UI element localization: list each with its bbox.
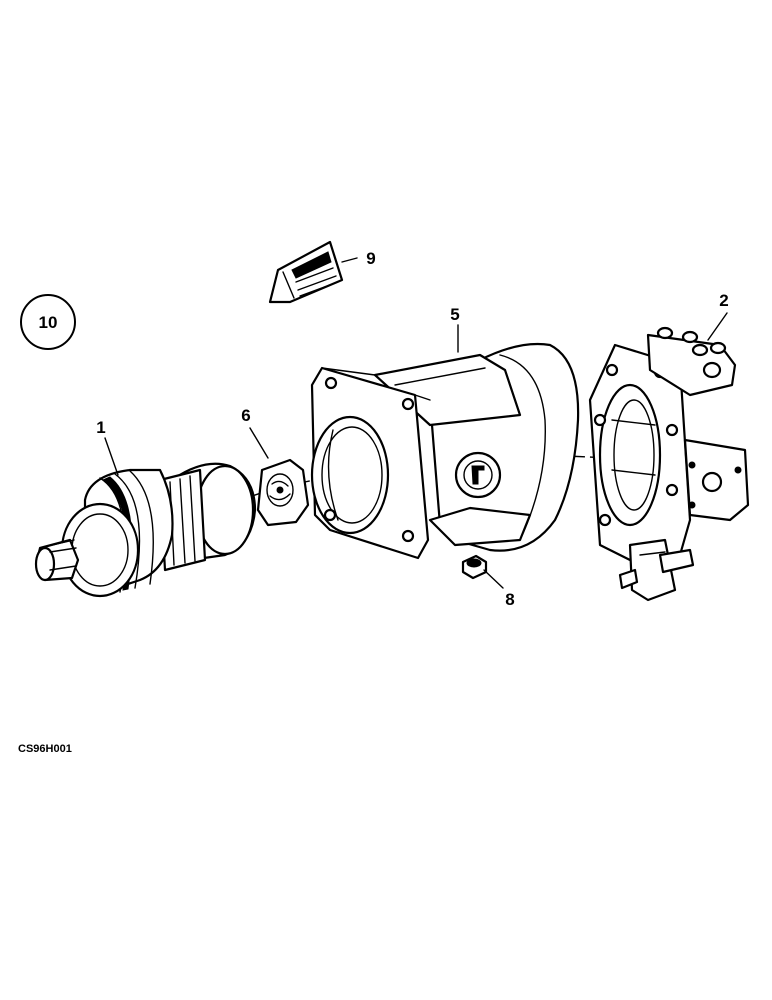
callout-1: 1	[96, 418, 105, 437]
part-9-nameplate	[268, 240, 344, 304]
callout-labels: 1 2 5 6 8 9	[96, 249, 728, 609]
part-8-plug	[461, 554, 488, 580]
part-1-rotary-group	[34, 462, 257, 598]
page-number: 10	[39, 313, 58, 332]
page-number-badge: 10	[20, 294, 76, 350]
callout-2: 2	[719, 291, 728, 310]
part-2-port-plate	[588, 326, 750, 602]
callout-8: 8	[505, 590, 514, 609]
leader-lines	[104, 257, 728, 589]
callout-6: 6	[241, 406, 250, 425]
callout-5: 5	[450, 305, 459, 324]
part-6-control-plate	[256, 458, 310, 527]
part-5-housing	[310, 342, 580, 560]
callout-9: 9	[366, 249, 375, 268]
drawing-code: CS96H001	[18, 743, 72, 755]
